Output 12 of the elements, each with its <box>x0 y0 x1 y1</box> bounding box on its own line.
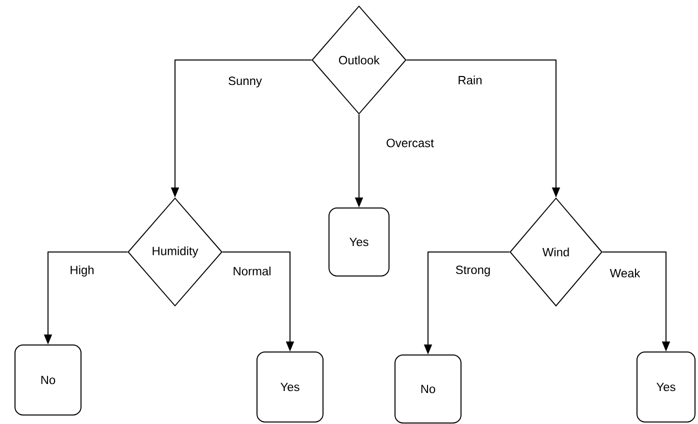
edge-label: Rain <box>456 74 484 86</box>
leaf-box: No <box>14 344 82 416</box>
leaf-box: No <box>394 354 462 424</box>
edge-label: Sunny <box>227 76 263 88</box>
edge-label: Overcast <box>385 138 435 148</box>
leaf-box: Yes <box>328 208 390 276</box>
edge-label: Weak <box>608 268 642 278</box>
leaf-box: Yes <box>636 352 696 422</box>
leaf-box: Yes <box>256 352 324 422</box>
edge-label: Strong <box>454 264 492 278</box>
edge-label: High <box>68 264 96 278</box>
edge-label: Normal <box>232 266 272 276</box>
